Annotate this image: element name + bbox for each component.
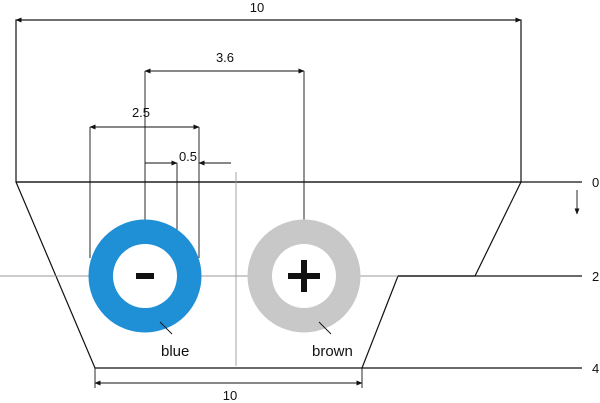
- depth-mark-0: 0: [592, 175, 599, 190]
- body-outline: [15, 181, 522, 369]
- dim-top-width-label: 10: [250, 0, 264, 15]
- upper-block-outline: [15, 19, 522, 183]
- dim-inner-diameter-label: 0.5: [179, 149, 197, 164]
- depth-mark-2: 2: [592, 269, 599, 284]
- blue-terminal-label: blue: [161, 343, 189, 360]
- depth-mark-4: 4: [592, 361, 599, 376]
- dim-bottom-width-label: 10: [223, 388, 237, 403]
- dim-spacing-label: 3.6: [216, 50, 234, 65]
- blue-leader-line: [159, 321, 173, 335]
- brown-leader-line: [318, 321, 332, 335]
- minus-sign-icon: [136, 273, 154, 279]
- dim-outer-diameter-label: 2.5: [132, 105, 150, 120]
- plus-sign-icon: [301, 260, 307, 292]
- brown-terminal-label: brown: [312, 343, 353, 360]
